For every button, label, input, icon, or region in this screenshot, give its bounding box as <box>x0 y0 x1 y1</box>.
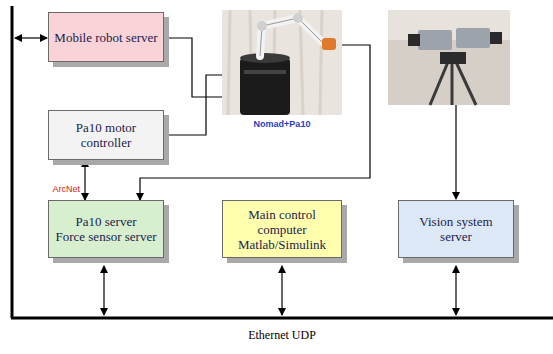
server-box: Mobile robot server <box>48 12 164 62</box>
edge-label: ArcNet <box>52 184 80 194</box>
computer-box: Main control computerMatlab/Simulink <box>222 200 342 258</box>
node-text: Pa10 server <box>75 214 136 229</box>
robot-photo-part <box>240 53 290 63</box>
ethernet-bus-part <box>11 6 14 318</box>
node-text: Vision system server <box>402 214 510 244</box>
camera-link <box>456 105 457 199</box>
connector <box>164 75 222 135</box>
controller-box: Pa10 motor controller <box>48 110 164 160</box>
robot-photo-part <box>240 58 290 115</box>
server-box: Pa10 serverForce sensor server <box>48 200 164 258</box>
bus-link-part <box>103 266 104 315</box>
camera-photo <box>388 10 510 105</box>
node-text: Mobile robot server <box>54 30 157 45</box>
bus-label: Ethernet UDP <box>248 328 316 343</box>
robot-photo-part <box>260 18 322 56</box>
robot-node: Nomad+Pa10 <box>222 10 342 115</box>
camera-photo-part <box>388 10 510 105</box>
camera-photo-part <box>440 52 466 64</box>
camera-photo-part <box>490 32 502 44</box>
node-text: Matlab/Simulink <box>238 237 326 252</box>
ethernet-bus-part <box>11 317 553 320</box>
robot-photo-part <box>244 70 286 74</box>
robot-photo <box>222 10 342 115</box>
connector <box>84 160 85 200</box>
bus-link-part <box>281 266 282 315</box>
node-caption: Nomad+Pa10 <box>212 119 352 130</box>
node-text: Force sensor server <box>55 229 156 244</box>
camera-photo-part <box>408 34 420 46</box>
robot-photo-part <box>257 21 267 31</box>
bus-link-part <box>455 266 456 315</box>
robot-photo-part <box>228 10 322 115</box>
camera-link-part <box>455 105 456 199</box>
robot-photo-part <box>322 38 336 50</box>
node-text: Main control computer <box>226 207 338 237</box>
robot-photo-part <box>260 18 322 56</box>
camera-photo-part <box>418 30 452 50</box>
camera-photo-part <box>456 28 490 48</box>
bus-link-part <box>15 37 47 38</box>
ethernet-bus <box>11 6 553 318</box>
camera-photo-part <box>430 62 476 105</box>
node-text: Pa10 motor controller <box>52 120 160 150</box>
connector <box>164 38 222 97</box>
robot-photo-part <box>293 13 303 23</box>
connector <box>140 45 370 200</box>
server-box: Vision system server <box>398 200 514 258</box>
robot-photo-part <box>222 10 342 115</box>
